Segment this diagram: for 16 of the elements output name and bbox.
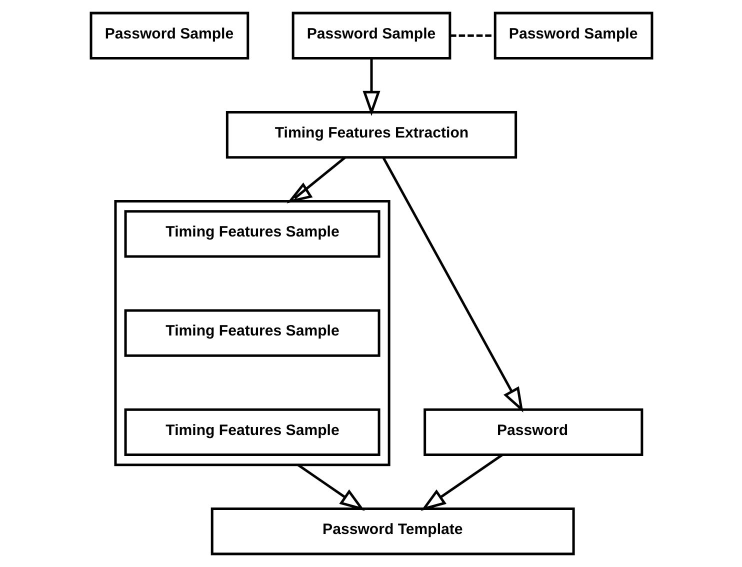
node-box: Password Template: [210, 508, 574, 556]
node-box: Password: [423, 408, 643, 456]
arrow: [420, 454, 502, 511]
arrow: [286, 156, 346, 204]
node-box: Timing Features Sample: [124, 408, 380, 456]
node-box: Timing Features Extraction: [225, 110, 517, 159]
arrow: [362, 58, 380, 116]
node-box: Password Sample: [89, 12, 249, 60]
cluster: [114, 200, 390, 466]
node-box: Password Sample: [493, 12, 653, 60]
node-box: Password Sample: [291, 12, 451, 60]
arrow: [296, 464, 364, 511]
arrow: [382, 157, 523, 413]
connector: [450, 34, 494, 37]
node-box: Timing Features Sample: [124, 309, 380, 357]
node-box: Timing Features Sample: [124, 210, 380, 258]
